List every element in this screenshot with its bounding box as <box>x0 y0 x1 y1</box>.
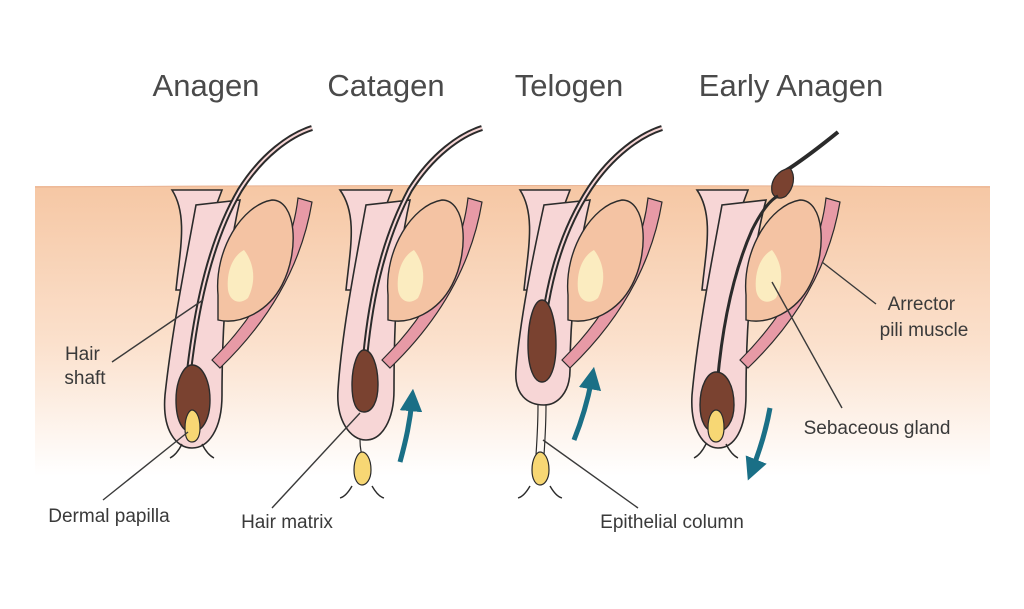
dermal-papilla-label: Dermal papilla <box>48 506 170 527</box>
sebaceous-gland-label: Sebaceous gland <box>804 418 951 439</box>
skin-surface <box>34 185 991 188</box>
epithelial-column-leader <box>542 439 639 509</box>
epithelial-column-label: Epithelial column <box>600 512 744 533</box>
epithelial-column <box>535 404 547 456</box>
hair-shaft-label: Hair shaft <box>64 344 106 389</box>
papilla-stalk <box>339 485 385 499</box>
hair-bulb <box>527 299 557 383</box>
growth-arrow-up <box>571 366 602 441</box>
sebaceous-gland-core <box>755 250 782 302</box>
sebaceous-gland-core <box>227 250 254 302</box>
papilla-stalk <box>517 485 563 499</box>
new-hair-shaft <box>714 194 779 401</box>
hair-shaft-highlight <box>361 127 483 401</box>
arrector-pili-leader <box>821 261 877 305</box>
arrector-pili-label: Arrector pili muscle <box>880 294 969 341</box>
hair-shaft-leader <box>111 299 204 363</box>
follicle-catagen <box>337 125 483 499</box>
follicle-early-anagen <box>691 130 841 481</box>
hair-shaft-highlight <box>184 127 313 411</box>
stage-title-telogen: Telogen <box>515 68 624 103</box>
follicle-anagen <box>163 125 313 459</box>
follicle-telogen <box>515 125 663 499</box>
stage-title-catagen: Catagen <box>327 68 444 103</box>
stage-title-anagen: Anagen <box>153 68 260 103</box>
sebaceous-gland-leader <box>771 281 843 409</box>
papilla-stalk <box>169 443 215 459</box>
hair-bulb <box>175 364 211 433</box>
growth-arrow-down <box>745 407 773 481</box>
dermal-papilla <box>353 451 372 486</box>
dermal-papilla-leader <box>102 431 189 501</box>
dermal-papilla <box>184 409 201 443</box>
sebaceous-gland-core <box>577 250 604 302</box>
papilla-stalk <box>693 443 739 459</box>
hair-matrix-leader <box>271 412 361 509</box>
stage-title-early-anagen: Early Anagen <box>699 68 883 103</box>
dermal-papilla <box>531 451 550 486</box>
dermal-papilla <box>707 409 725 443</box>
sebaceous-gland-core <box>397 250 424 302</box>
hair-bulb <box>351 349 379 413</box>
hair-matrix-label: Hair matrix <box>241 512 333 533</box>
growth-arrow-up <box>397 388 423 463</box>
